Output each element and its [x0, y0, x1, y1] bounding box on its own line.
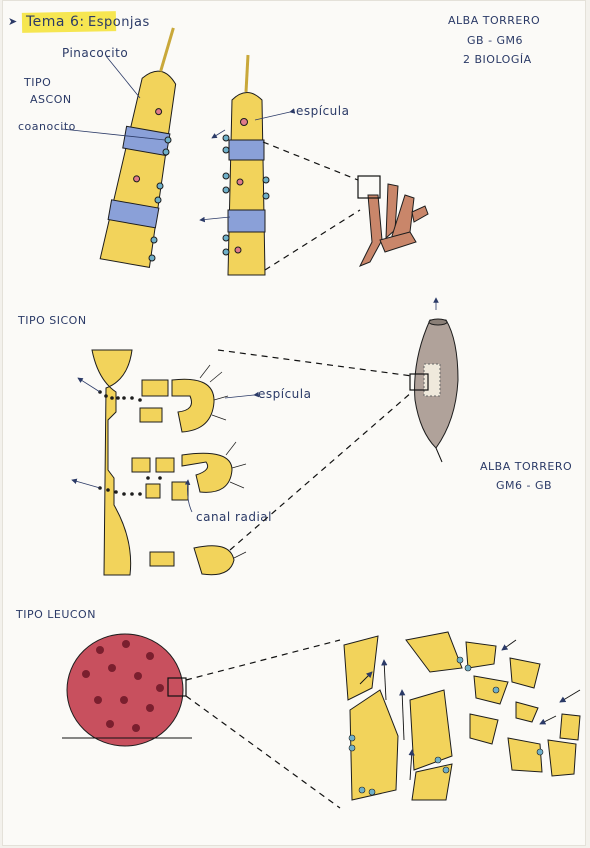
coanocito-label: coanocito	[18, 120, 76, 133]
sicon-chamber-4	[181, 452, 233, 493]
bullet-arrow-icon: ➤	[8, 15, 18, 28]
page-title: Tema 6:	[26, 14, 85, 30]
ascon-espicula-label: espícula	[296, 104, 350, 118]
ascon-left-spicule	[159, 27, 175, 72]
pinacocito-leader	[105, 55, 141, 99]
ascon-left-blue-band-1	[122, 125, 171, 157]
ascon-espicula-leader	[254, 108, 296, 121]
sicon-zoom-box	[409, 373, 429, 391]
leucon-sponge-body	[66, 633, 184, 747]
leucon-type-label: TIPO LEUCON	[16, 608, 96, 621]
author-group: GB - GM6	[467, 34, 524, 47]
leucon-canal-system	[343, 631, 581, 801]
sicon-espicula-leader	[224, 391, 260, 399]
leucon-oscula	[82, 640, 164, 732]
sicon-diagram	[71, 297, 459, 576]
coanocito-leader	[61, 128, 166, 141]
sicon-chamber-1	[141, 379, 169, 397]
ascon-left-blue-band-2	[107, 199, 160, 229]
ascon-right-blue-band-2	[227, 209, 266, 233]
canal-radial-leader	[184, 479, 193, 513]
ascon-branching-sponge	[358, 183, 429, 267]
ascon-zoom-box	[357, 175, 381, 199]
author-course: 2 BIOLOGÍA	[463, 53, 532, 66]
sicon-chamber-2	[171, 378, 215, 433]
sicon-wall	[91, 349, 133, 576]
sicon-type-label: TIPO SICON	[18, 314, 87, 327]
sicon-chamber-3	[139, 407, 163, 423]
canal-radial-label: canal radial	[196, 510, 272, 524]
ascon-right-spicule	[244, 54, 250, 93]
ascon-diagram	[61, 27, 429, 276]
page-title-rest: Esponjas	[88, 15, 150, 30]
leucon-zoom-box	[167, 677, 187, 697]
sicon-author-name: ALBA TORRERO	[480, 460, 573, 473]
author-name: ALBA TORRERO	[448, 14, 541, 27]
ascon-type-label-1: TIPO	[24, 76, 52, 89]
pinacocito-label: Pinacocito	[62, 46, 129, 60]
ascon-right-blue-band-1	[228, 139, 265, 161]
ascon-type-label-2: ASCON	[30, 93, 72, 106]
sicon-espicula-label: espícula	[258, 387, 312, 401]
sicon-chamber-5	[193, 545, 235, 576]
sicon-author-group: GM6 - GB	[496, 479, 553, 492]
ascon-right-tube	[222, 54, 270, 276]
leucon-diagram	[62, 631, 581, 809]
ascon-left-tube	[99, 27, 177, 268]
